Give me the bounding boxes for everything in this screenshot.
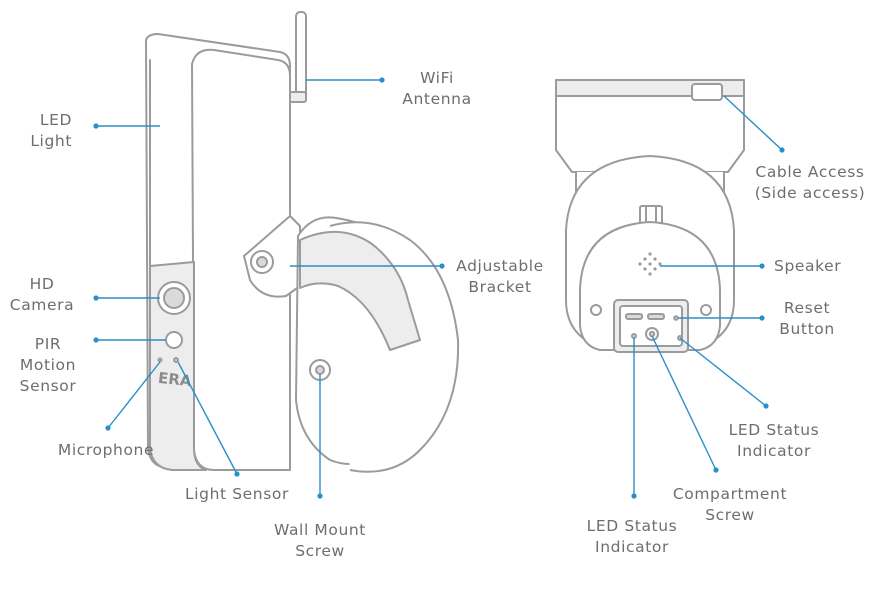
leader-lines xyxy=(93,77,785,499)
label-led-status-indicator-right: LED Status Indicator xyxy=(728,421,820,460)
wifi-antenna-drawing xyxy=(283,11,307,103)
label-reset-button: Reset Button xyxy=(779,299,835,338)
label-microphone: Microphone xyxy=(57,441,155,459)
label-speaker: Speaker xyxy=(774,257,842,275)
label-light-sensor: Light Sensor xyxy=(185,485,289,503)
label-pir-motion-sensor: PIR Motion Sensor xyxy=(19,335,77,395)
label-adjustable-bracket: Adjustable Bracket xyxy=(456,257,544,296)
label-led-light: LED Light xyxy=(30,111,72,150)
label-cable-access: Cable Access (Side access) xyxy=(754,163,866,202)
label-hd-camera: HD Camera xyxy=(9,275,75,314)
label-wall-mount-screw: Wall Mount Screw xyxy=(274,521,366,560)
left-camera-device: ERA xyxy=(145,11,460,473)
right-camera-device xyxy=(555,79,745,353)
label-wifi-antenna: WiFi Antenna xyxy=(402,69,472,108)
speaker-grille xyxy=(638,252,662,276)
label-compartment-screw: Compartment Screw xyxy=(672,485,788,524)
label-led-status-indicator-bottom: LED Status Indicator xyxy=(586,517,678,556)
